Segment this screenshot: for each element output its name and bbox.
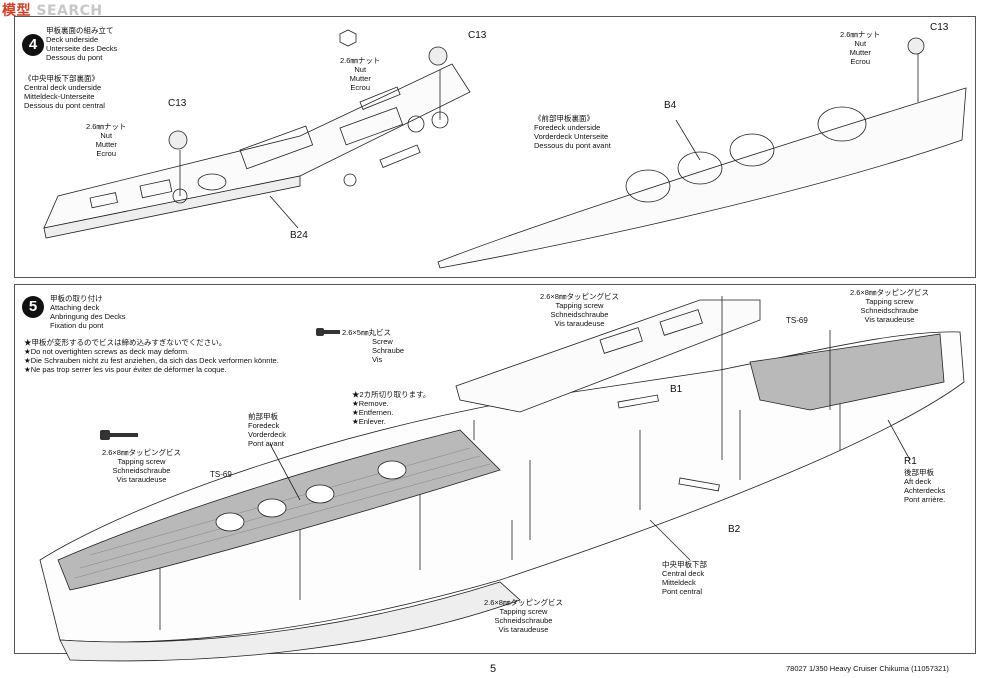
part-ts69-right: TS-69 (786, 316, 808, 325)
watermark-logo: 模型 SEARCH (2, 3, 103, 19)
part-b1: B1 (670, 384, 683, 395)
part-c13-left: C13 (168, 98, 187, 109)
step5-warning: ★甲板が変形するのでビスは締め込みすぎないでください。★Do not overt… (24, 338, 279, 374)
central-deck-underside-drawing (43, 29, 471, 239)
aft-deck-drawing (749, 333, 945, 411)
part-b2: B2 (728, 524, 741, 535)
part-ts69-left: TS-69 (210, 470, 232, 479)
step4-number: 4 (22, 34, 44, 56)
central-deck-drawing (455, 299, 761, 413)
part-c13-mid: C13 (468, 30, 487, 41)
tapping-screw-icon (100, 430, 138, 440)
page-number: 5 (490, 663, 497, 675)
product-code: 78027 1/350 Heavy Cruiser Chikuma (11057… (786, 664, 949, 673)
part-c13-right: C13 (930, 22, 949, 33)
hull-drawing (39, 331, 965, 662)
remove-note: ★2カ所切り取ります。★Remove.★Entfernen.★Enlever. (352, 390, 431, 426)
screw-icon (316, 328, 340, 336)
step5-number: 5 (22, 296, 44, 318)
part-r1: R1 (904, 456, 917, 467)
foredeck-underside-drawing (437, 37, 967, 269)
part-b24: B24 (290, 230, 308, 241)
part-b4: B4 (664, 100, 677, 111)
